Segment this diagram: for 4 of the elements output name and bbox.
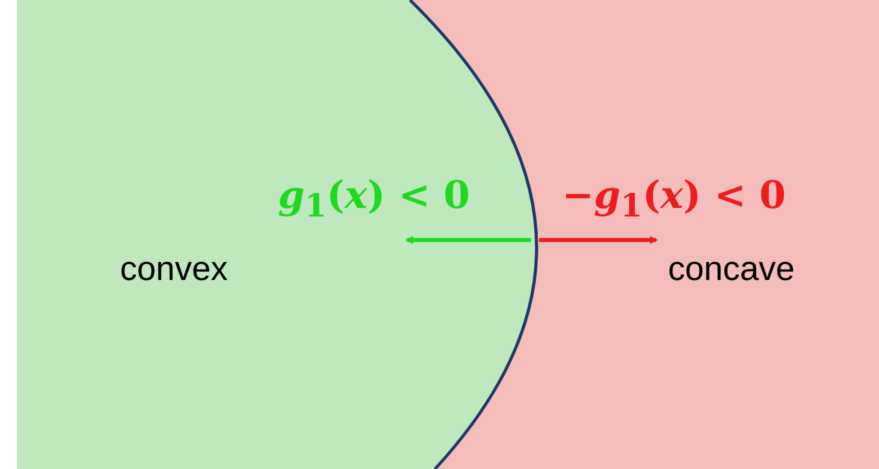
formula-label: g$_{1}$(x) < 0 <box>278 172 470 225</box>
region-label: concave <box>668 250 795 289</box>
formula-label: −g$_{1}$(x) < 0 <box>562 172 786 225</box>
region-label: convex <box>120 250 228 289</box>
